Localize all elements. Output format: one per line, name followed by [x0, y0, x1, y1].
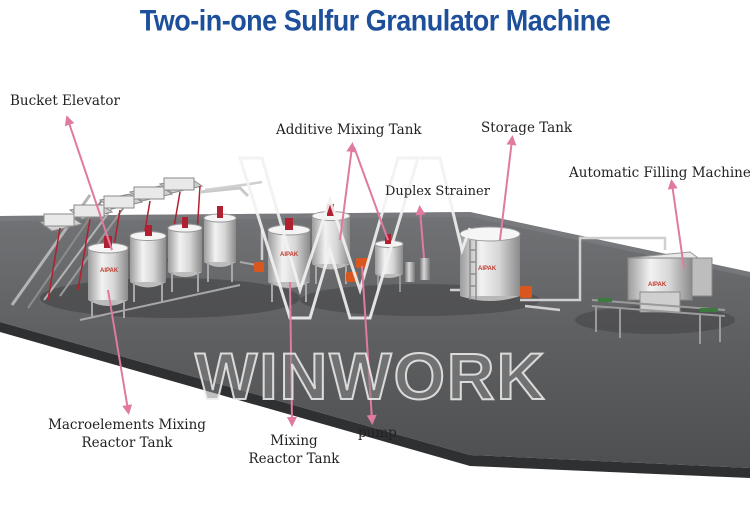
label-mixing-reactor: Mixing Reactor Tank — [246, 432, 342, 468]
duplex-strainer-illustration — [420, 258, 430, 280]
tank-brand-label: AIPAK — [280, 252, 299, 258]
label-duplex-strainer: Duplex Strainer — [385, 183, 490, 201]
label-mixing-line1: Mixing — [246, 432, 342, 450]
label-mixing-line2: Reactor Tank — [246, 450, 342, 468]
tank-brand-label: AIPAK — [478, 266, 497, 272]
label-macroelements-line1: Macroelements Mixing — [44, 416, 210, 434]
tank-brand-label: AIPAK — [648, 282, 667, 288]
watermark-text: WINWORK — [195, 338, 546, 414]
label-bucket-elevator: Bucket Elevator — [10, 92, 120, 110]
pump-illustration — [254, 262, 264, 272]
label-automatic-filling-machine: Automatic Filling Machine — [569, 164, 750, 182]
label-additive-mixing-tank: Additive Mixing Tank — [276, 121, 422, 139]
label-macroelements-line2: Reactor Tank — [44, 434, 210, 452]
label-macroelements-reactor: Macroelements Mixing Reactor Tank — [44, 416, 210, 452]
page-title: Two-in-one Sulfur Granulator Machine — [0, 5, 750, 38]
tank-brand-label: AIPAK — [100, 268, 119, 274]
label-pump: pump — [358, 424, 397, 442]
label-storage-tank: Storage Tank — [481, 119, 572, 137]
